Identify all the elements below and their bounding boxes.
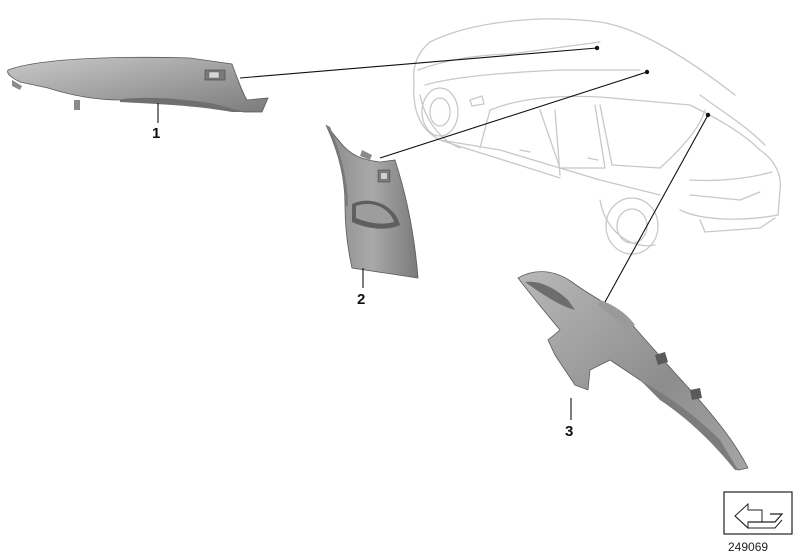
part-3-c-pillar-trim [517, 271, 749, 471]
exploded-view-arrow-icon [723, 491, 793, 535]
part-1-a-pillar-trim [7, 56, 269, 113]
diagram-number: 249069 [728, 540, 769, 554]
leader-lines [157, 45, 711, 420]
part-2-b-pillar-trim [325, 124, 419, 279]
leader-dot-2 [644, 69, 650, 75]
leader-line-3 [604, 114, 709, 303]
car-outline [412, 18, 781, 255]
callout-label-3: 3 [565, 423, 574, 440]
leader-line-2 [379, 71, 648, 159]
callout-label-2: 2 [357, 291, 366, 308]
leader-line-1 [239, 47, 598, 79]
callout-label-1: 1 [152, 125, 161, 142]
leader-dot-3 [705, 112, 711, 118]
leader-dot-1 [594, 45, 600, 51]
